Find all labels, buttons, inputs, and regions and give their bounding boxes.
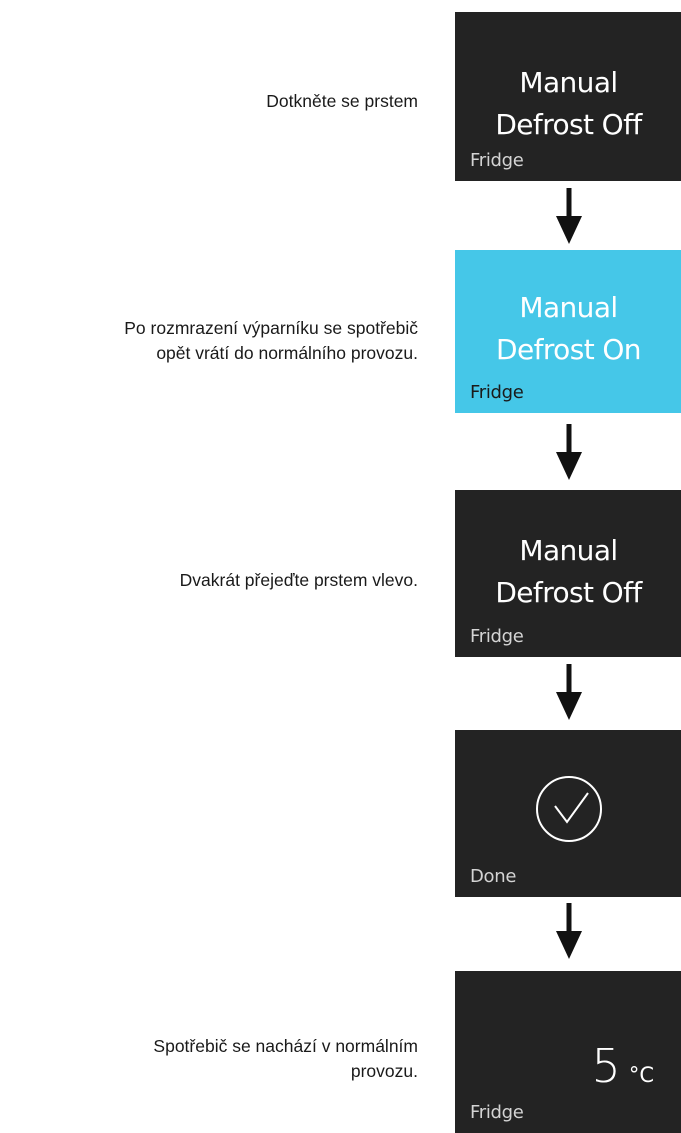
- instruction-step-2: Po rozmrazení výparníku se spotřebič opě…: [124, 316, 418, 366]
- instruction-line: Spotřebič se nachází v normálním: [153, 1036, 418, 1056]
- instruction-step-5: Spotřebič se nachází v normálním provozu…: [153, 1034, 418, 1084]
- arrow-down-icon: [556, 424, 582, 480]
- screen-title: Manual Defrost Off: [455, 62, 681, 146]
- screen-subtitle: Fridge: [470, 150, 524, 171]
- check-circle-icon: [536, 776, 602, 842]
- display-screen-done: Done: [455, 730, 681, 897]
- display-screen-manual-defrost-off: Manual Defrost Off Fridge: [455, 490, 681, 657]
- arrow-down-icon: [556, 664, 582, 720]
- temperature-readout: 5 °C: [592, 1039, 654, 1093]
- instruction-step-1: Dotkněte se prstem: [266, 89, 418, 114]
- instruction-line: Dvakrát přejeďte prstem vlevo.: [179, 570, 418, 590]
- screen-title-line-1: Manual: [519, 534, 618, 567]
- display-screen-temperature: 5 °C Fridge: [455, 971, 681, 1133]
- instruction-line: Dotkněte se prstem: [266, 91, 418, 111]
- screen-title-line-1: Manual: [519, 291, 618, 324]
- screen-title-line-2: Defrost Off: [495, 576, 642, 609]
- temperature-unit: °C: [628, 1063, 654, 1087]
- screen-title-line-2: Defrost Off: [495, 108, 642, 141]
- screen-title: Manual Defrost On: [455, 287, 681, 371]
- screen-title: Manual Defrost Off: [455, 530, 681, 614]
- screen-title-line-1: Manual: [519, 66, 618, 99]
- screen-subtitle: Fridge: [470, 1102, 524, 1123]
- arrow-down-icon: [556, 188, 582, 244]
- screen-title-line-2: Defrost On: [496, 333, 642, 366]
- display-screen-manual-defrost-off: Manual Defrost Off Fridge: [455, 12, 681, 181]
- instruction-line: Po rozmrazení výparníku se spotřebič: [124, 318, 418, 338]
- instruction-line: provozu.: [350, 1061, 418, 1081]
- temperature-value: 5: [591, 1039, 621, 1093]
- screen-subtitle: Fridge: [470, 626, 524, 647]
- instruction-step-3: Dvakrát přejeďte prstem vlevo.: [180, 568, 418, 593]
- screen-subtitle: Done: [470, 866, 517, 887]
- instruction-line: opět vrátí do normálního provozu.: [156, 343, 418, 363]
- display-screen-manual-defrost-on: Manual Defrost On Fridge: [455, 250, 681, 413]
- arrow-down-icon: [556, 903, 582, 959]
- screen-subtitle: Fridge: [470, 382, 524, 403]
